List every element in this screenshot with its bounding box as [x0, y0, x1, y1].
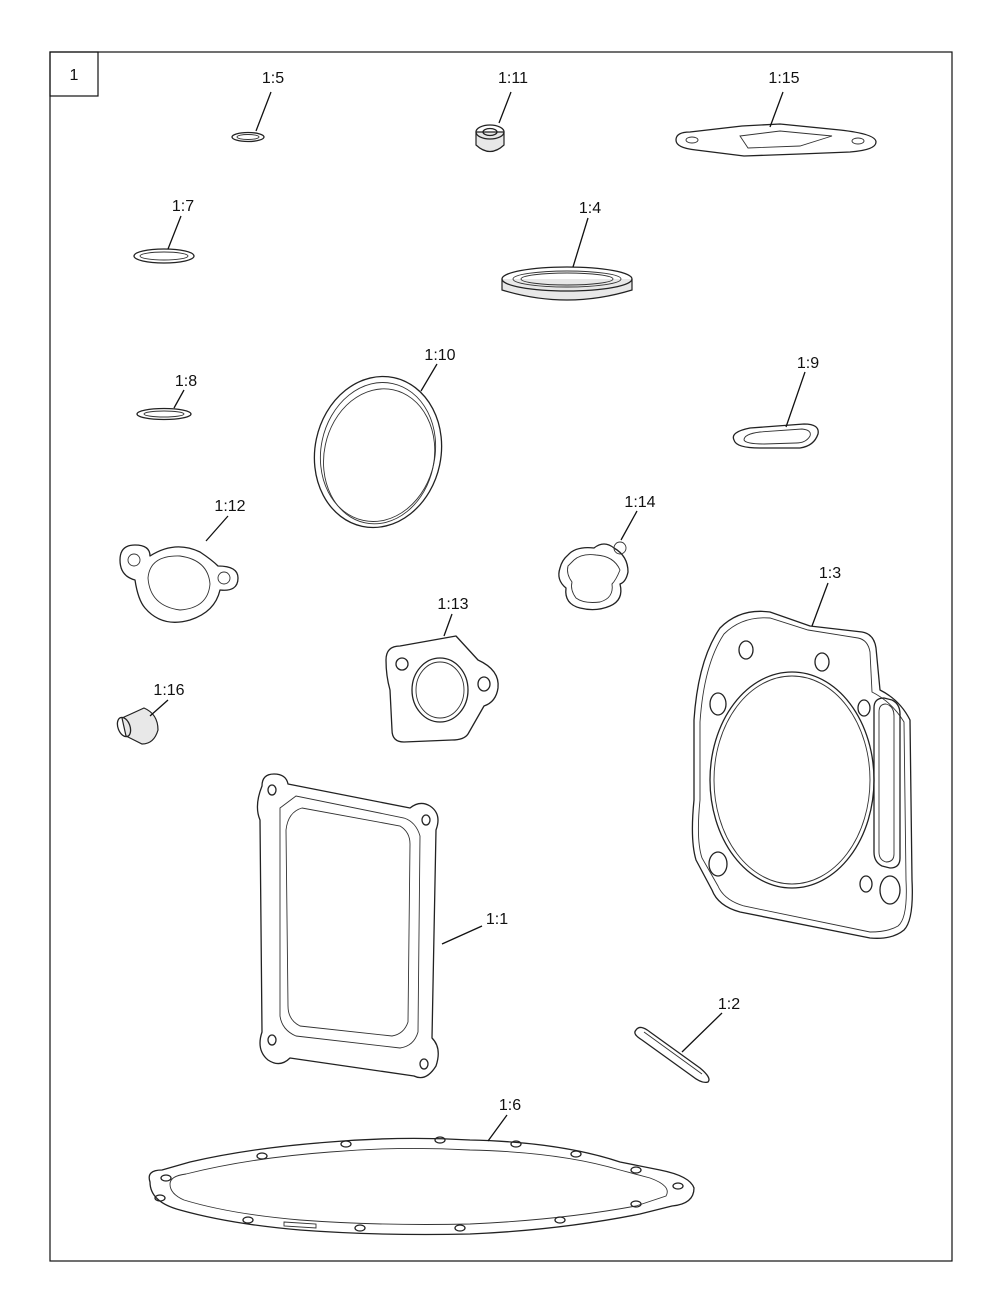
callout-1-7: 1:7 [172, 198, 194, 215]
leader-1-6 [487, 1114, 508, 1142]
leader-1-16 [149, 699, 169, 717]
part-1-6-crankcase-gasket[interactable] [148, 1136, 695, 1236]
part-1-10-ring-gasket[interactable] [301, 365, 456, 540]
figure-number-box [49, 51, 99, 97]
part-1-7-o-ring[interactable] [133, 248, 195, 264]
callout-1-13: 1:13 [437, 596, 468, 613]
callout-1-10: 1:10 [424, 347, 455, 364]
leader-1-2 [681, 1012, 723, 1053]
callout-1-15: 1:15 [768, 70, 799, 87]
leader-1-12 [205, 515, 229, 542]
callout-1-6: 1:6 [499, 1097, 521, 1114]
diagram-frame [49, 51, 953, 1262]
leader-1-5 [255, 91, 272, 132]
leader-1-9 [785, 371, 806, 428]
part-1-8-o-ring[interactable] [136, 407, 192, 421]
callout-1-9: 1:9 [797, 355, 819, 372]
callout-1-5: 1:5 [262, 70, 284, 87]
leader-1-4 [572, 217, 589, 268]
callout-1-3: 1:3 [819, 565, 841, 582]
callout-1-14: 1:14 [624, 494, 655, 511]
part-1-4-oil-seal[interactable] [501, 266, 633, 301]
callout-1-12: 1:12 [214, 498, 245, 515]
part-1-13-intake-gasket[interactable] [385, 635, 499, 743]
callout-1-16: 1:16 [153, 682, 184, 699]
leader-1-15 [769, 91, 784, 128]
part-1-5-o-ring[interactable] [231, 131, 265, 143]
part-1-15-flange-gasket[interactable] [675, 123, 877, 157]
part-1-12-flange-gasket[interactable] [119, 544, 239, 623]
leader-1-1 [441, 925, 483, 945]
part-1-2-plate-gasket[interactable] [634, 1026, 710, 1084]
callout-1-1: 1:1 [486, 911, 508, 928]
leader-1-8 [173, 389, 185, 409]
leader-1-13 [443, 613, 453, 637]
part-1-16-dowel-pin[interactable] [115, 707, 159, 745]
leader-1-7 [167, 215, 182, 250]
leader-1-3 [811, 582, 829, 627]
part-1-1-valve-cover-gasket[interactable] [256, 773, 439, 1079]
callout-1-4: 1:4 [579, 200, 601, 217]
leader-1-10 [420, 363, 438, 392]
callout-1-11: 1:11 [498, 70, 528, 87]
part-1-9-teardrop-gasket[interactable] [732, 423, 819, 449]
part-1-11-valve-seal[interactable] [475, 124, 505, 153]
leader-1-11 [498, 91, 512, 124]
callout-1-2: 1:2 [718, 996, 740, 1013]
figure-number: 1 [70, 67, 79, 84]
part-1-14-small-gasket[interactable] [558, 541, 629, 611]
leader-1-14 [620, 510, 638, 541]
callout-1-8: 1:8 [175, 373, 197, 390]
part-1-3-head-gasket[interactable] [691, 610, 913, 939]
